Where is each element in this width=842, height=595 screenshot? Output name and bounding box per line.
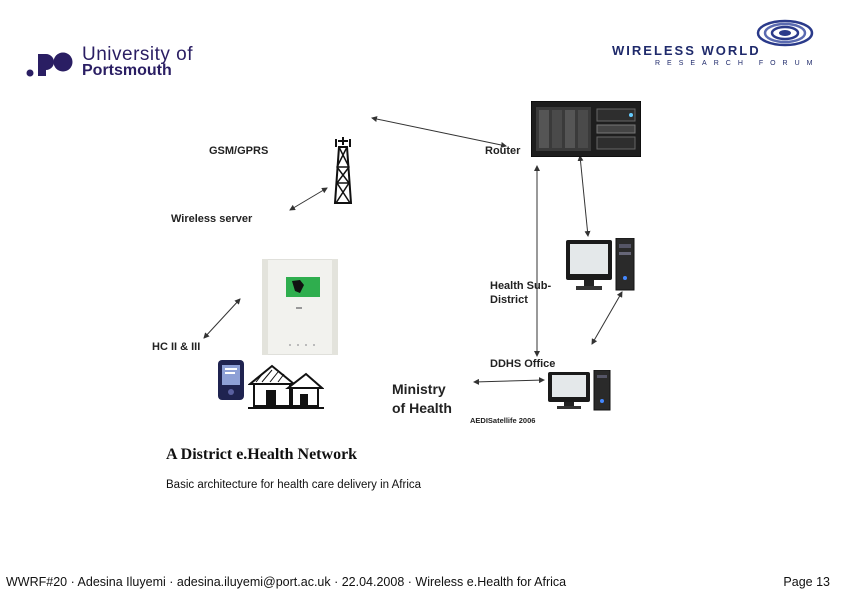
label-ministry-line1: Ministry bbox=[392, 381, 446, 397]
label-router: Router bbox=[485, 145, 521, 157]
gsm-tower-icon bbox=[333, 137, 353, 204]
image-credit: AEDISatellife 2006 bbox=[470, 416, 536, 425]
router-icon bbox=[531, 101, 641, 157]
subdistrict-computer-icon bbox=[566, 238, 635, 291]
label-ministry-of-health: Ministry of Health bbox=[392, 380, 452, 418]
page-number: Page 13 bbox=[783, 575, 830, 589]
health-centre-huts-icon bbox=[248, 364, 324, 409]
label-wireless-server: Wireless server bbox=[171, 213, 253, 225]
label-health-sub-district-line2: District bbox=[490, 294, 528, 306]
slide-footer: WWRF#20 · Adesina Iluyemi · adesina.iluy… bbox=[6, 575, 567, 589]
wireless-waves-icon bbox=[756, 19, 814, 47]
pda-icon bbox=[218, 360, 244, 400]
forum-name-line2: RESEARCH FORUM bbox=[655, 60, 820, 67]
label-hc-ii-iii: HC II & III bbox=[152, 341, 201, 353]
link-server-tower bbox=[289, 187, 328, 211]
link-hc-facility bbox=[203, 298, 241, 339]
university-name-line1: University of bbox=[82, 44, 194, 65]
label-ministry-line2: of Health bbox=[392, 400, 452, 416]
label-gsm-gprs: GSM/GPRS bbox=[209, 145, 269, 157]
link-tower-router bbox=[371, 116, 507, 148]
university-name-line2: Portsmouth bbox=[82, 62, 172, 79]
link-subdistrict-ddhs bbox=[591, 291, 623, 345]
diagram-subtitle: Basic architecture for health care deliv… bbox=[166, 479, 422, 491]
forum-name-line1: WIRELESS WORLD bbox=[612, 43, 761, 58]
link-ministry-ddhs bbox=[473, 377, 545, 385]
university-logo-mark bbox=[26, 52, 73, 77]
wireless-server-unit-icon bbox=[262, 259, 338, 355]
diagram-title: A District e.Health Network bbox=[166, 446, 358, 463]
label-ddhs-office: DDHS Office bbox=[490, 358, 556, 370]
link-router-subdistrict bbox=[577, 155, 591, 237]
label-health-sub-district-line1: Health Sub- bbox=[490, 280, 552, 292]
ddhs-computer-icon bbox=[548, 370, 611, 411]
